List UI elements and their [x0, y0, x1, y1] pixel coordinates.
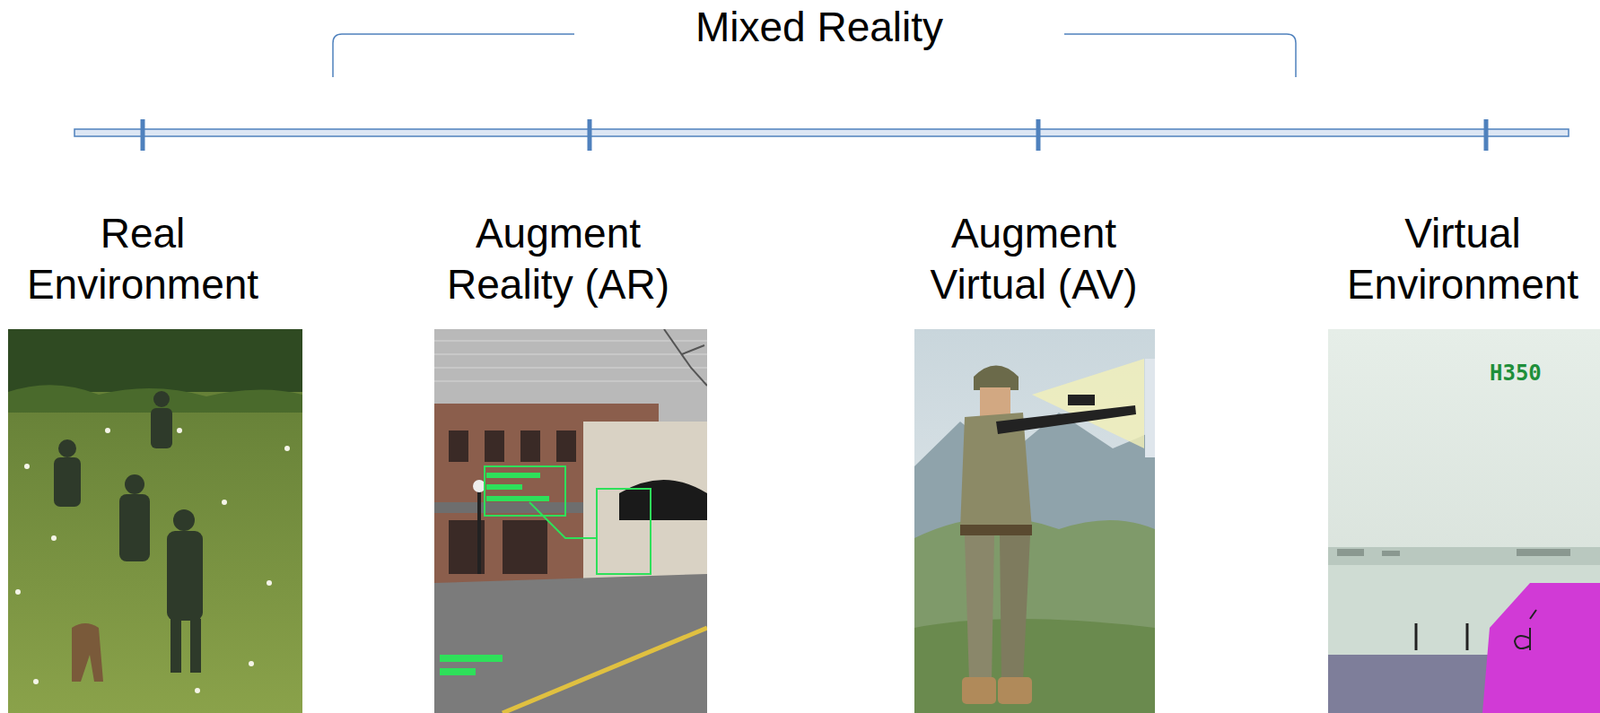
real-photo	[8, 329, 303, 713]
continuum-label: Augment Reality (AR)	[428, 208, 689, 311]
soldier-figure	[960, 366, 1137, 706]
continuum-label: Virtual Environment	[1332, 208, 1593, 311]
continuum-label: Real Environment	[12, 208, 273, 311]
hud-readout: H350	[1489, 360, 1542, 386]
av-image	[914, 329, 1155, 713]
axis-ticks	[142, 119, 1487, 151]
ar-photo	[434, 329, 708, 713]
range-title: Mixed Reality	[630, 1, 1008, 53]
continuum-axis	[74, 129, 1569, 137]
ve-image	[1328, 329, 1600, 713]
continuum-label: Augment Virtual (AV)	[903, 208, 1164, 311]
